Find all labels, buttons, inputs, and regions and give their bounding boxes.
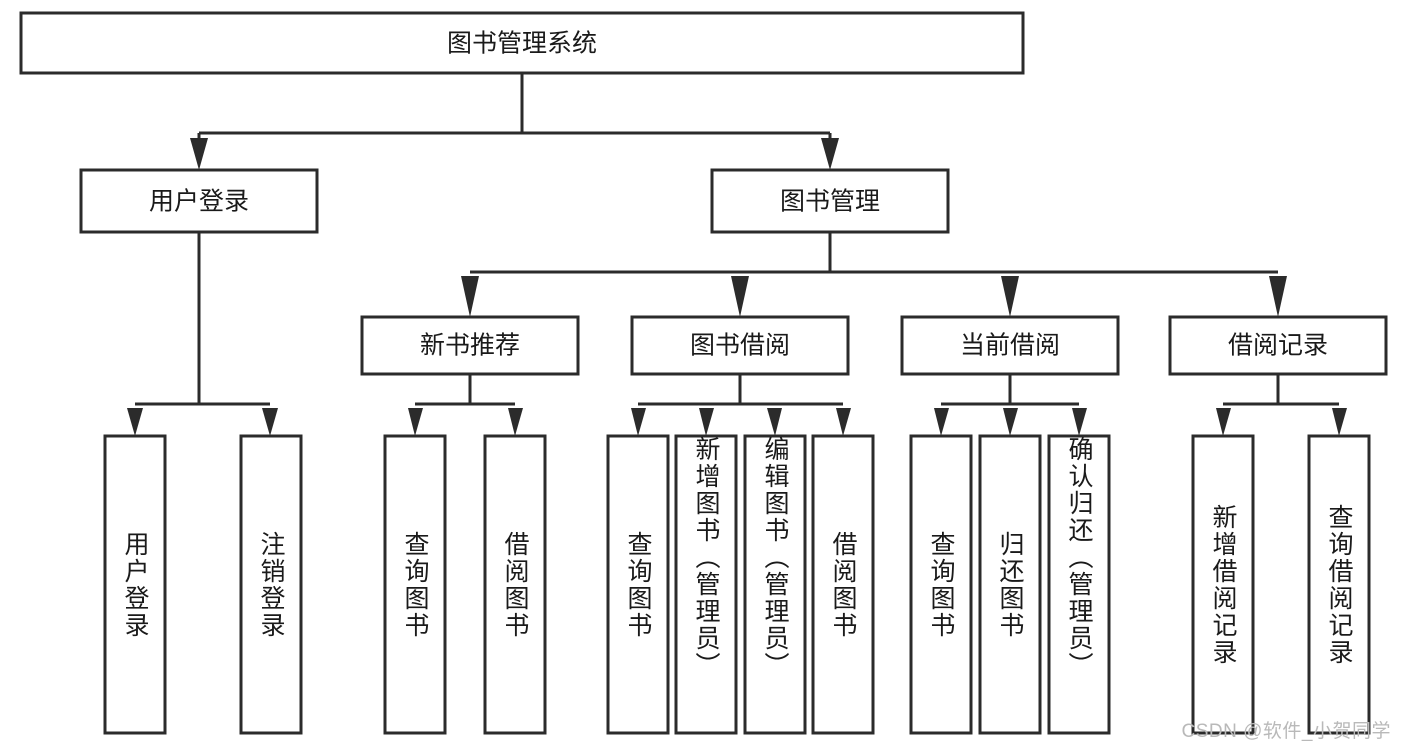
node-new-book-recommend-box[interactable]	[360, 315, 580, 376]
node-borrow-record[interactable]: 借阅记录	[1168, 315, 1388, 376]
leaf-box-logout[interactable]	[239, 434, 303, 735]
node-book-borrow[interactable]: 图书借阅	[630, 315, 850, 376]
leaf-box-cb-return-book[interactable]	[978, 434, 1042, 735]
leaf-box-user-login[interactable]	[103, 434, 167, 735]
arrow-head-cb-leaf-3	[1072, 408, 1087, 436]
node-book-borrow-label: 图书借阅	[690, 332, 790, 360]
node-book-manage-box[interactable]	[710, 168, 950, 234]
leaf-box-layer	[103, 434, 1371, 735]
arrow-head-nb-leaf-1	[408, 408, 423, 436]
node-new-book-recommend[interactable]: 新书推荐	[360, 315, 580, 376]
node-current-borrow-label: 当前借阅	[960, 332, 1060, 360]
leaf-box-bb-query-book[interactable]	[606, 434, 670, 735]
node-user-login-box[interactable]	[79, 168, 319, 234]
arrow-head-bb-leaf-2	[699, 408, 714, 436]
arrow-head-user-login	[190, 138, 208, 170]
arrow-head-leaf-user-login	[127, 408, 143, 436]
node-borrow-record-label: 借阅记录	[1228, 332, 1328, 360]
connector-layer	[127, 74, 1347, 436]
leaf-box-bb-add-book[interactable]	[674, 434, 738, 735]
arrow-head-nb-leaf-2	[508, 408, 523, 436]
arrow-head-current-borrow	[1001, 276, 1019, 317]
arrow-head-bb-leaf-4	[836, 408, 851, 436]
node-book-borrow-box[interactable]	[630, 315, 850, 376]
arrow-head-cb-leaf-2	[1003, 408, 1018, 436]
node-root-box[interactable]	[19, 11, 1025, 75]
arrow-head-leaf-logout	[262, 408, 278, 436]
leaf-box-bb-borrow-book[interactable]	[811, 434, 875, 735]
arrow-head-book-borrow	[731, 276, 749, 317]
leaf-box-cb-confirm-return[interactable]	[1047, 434, 1111, 735]
node-book-manage-label: 图书管理	[780, 188, 880, 216]
arrow-head-bb-leaf-1	[631, 408, 646, 436]
leaf-box-nb-borrow-book[interactable]	[483, 434, 547, 735]
node-current-borrow-box[interactable]	[900, 315, 1120, 376]
node-book-manage[interactable]: 图书管理	[710, 168, 950, 234]
node-root-label: 图书管理系统	[447, 30, 597, 58]
leaf-box-br-query-record[interactable]	[1307, 434, 1371, 735]
arrow-head-br-leaf-1	[1216, 408, 1231, 436]
leaf-box-nb-query-book[interactable]	[383, 434, 447, 735]
arrow-head-bb-leaf-3	[767, 408, 782, 436]
node-current-borrow[interactable]: 当前借阅	[900, 315, 1120, 376]
leaf-box-bb-edit-book[interactable]	[743, 434, 807, 735]
leaf-box-br-add-record[interactable]	[1191, 434, 1255, 735]
arrow-head-cb-leaf-1	[934, 408, 949, 436]
leaf-box-cb-query-book[interactable]	[909, 434, 973, 735]
node-new-book-recommend-label: 新书推荐	[420, 332, 520, 360]
arrow-head-borrow-record	[1269, 276, 1287, 317]
watermark-text: CSDN @软件_小贺同学	[1181, 721, 1391, 742]
node-user-login-label: 用户登录	[149, 188, 249, 216]
arrow-head-book-manage	[821, 138, 839, 170]
arrow-head-new-book-recommend	[461, 276, 479, 317]
arrow-head-br-leaf-2	[1332, 408, 1347, 436]
node-user-login[interactable]: 用户登录	[79, 168, 319, 234]
node-borrow-record-box[interactable]	[1168, 315, 1388, 376]
node-root[interactable]: 图书管理系统	[19, 11, 1025, 75]
